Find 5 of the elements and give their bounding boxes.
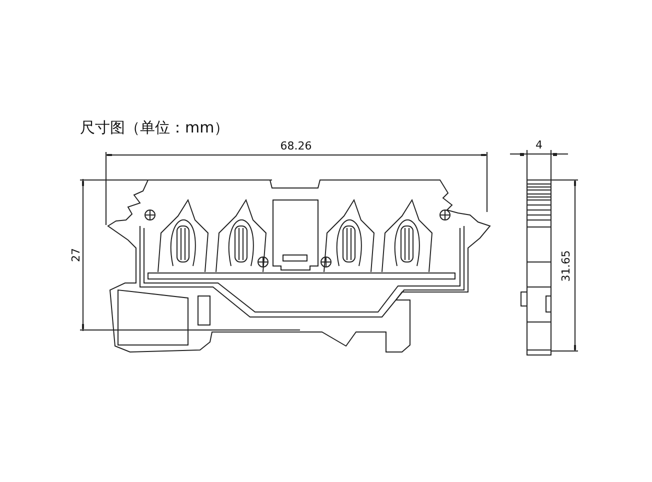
dimension-label: 27 <box>70 248 82 262</box>
dimension-label: 4 <box>536 140 542 150</box>
dimension-label: 68.26 <box>280 140 312 152</box>
dimension-label: 31.65 <box>560 250 572 282</box>
title: 尺寸图（单位：mm） <box>80 120 230 136</box>
